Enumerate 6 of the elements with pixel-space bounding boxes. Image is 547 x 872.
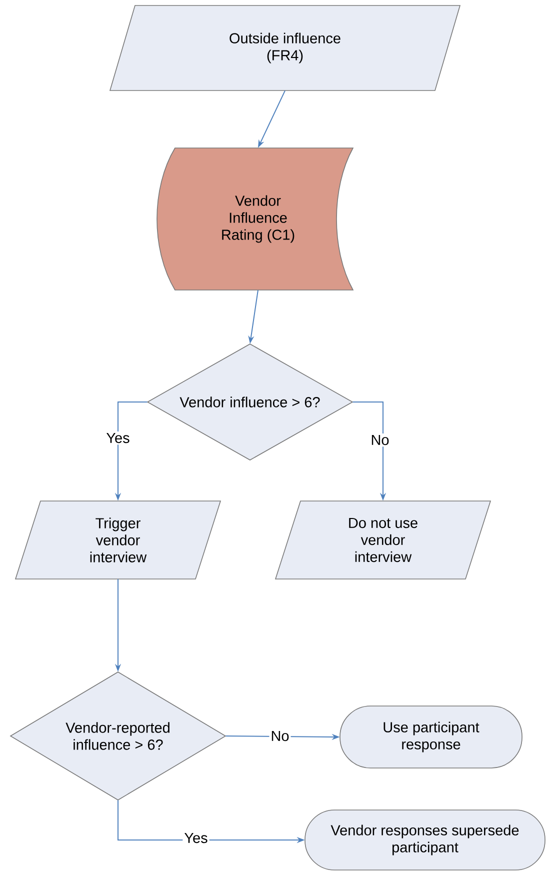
edge-label: No [369, 433, 391, 447]
terminal-box: Vendor responses supersede participant [304, 810, 546, 870]
edge-label: Yes [182, 831, 210, 845]
edge-label: Yes [104, 431, 132, 445]
terminal-box: Use participant response [340, 706, 522, 768]
edge-label: No [269, 729, 291, 743]
